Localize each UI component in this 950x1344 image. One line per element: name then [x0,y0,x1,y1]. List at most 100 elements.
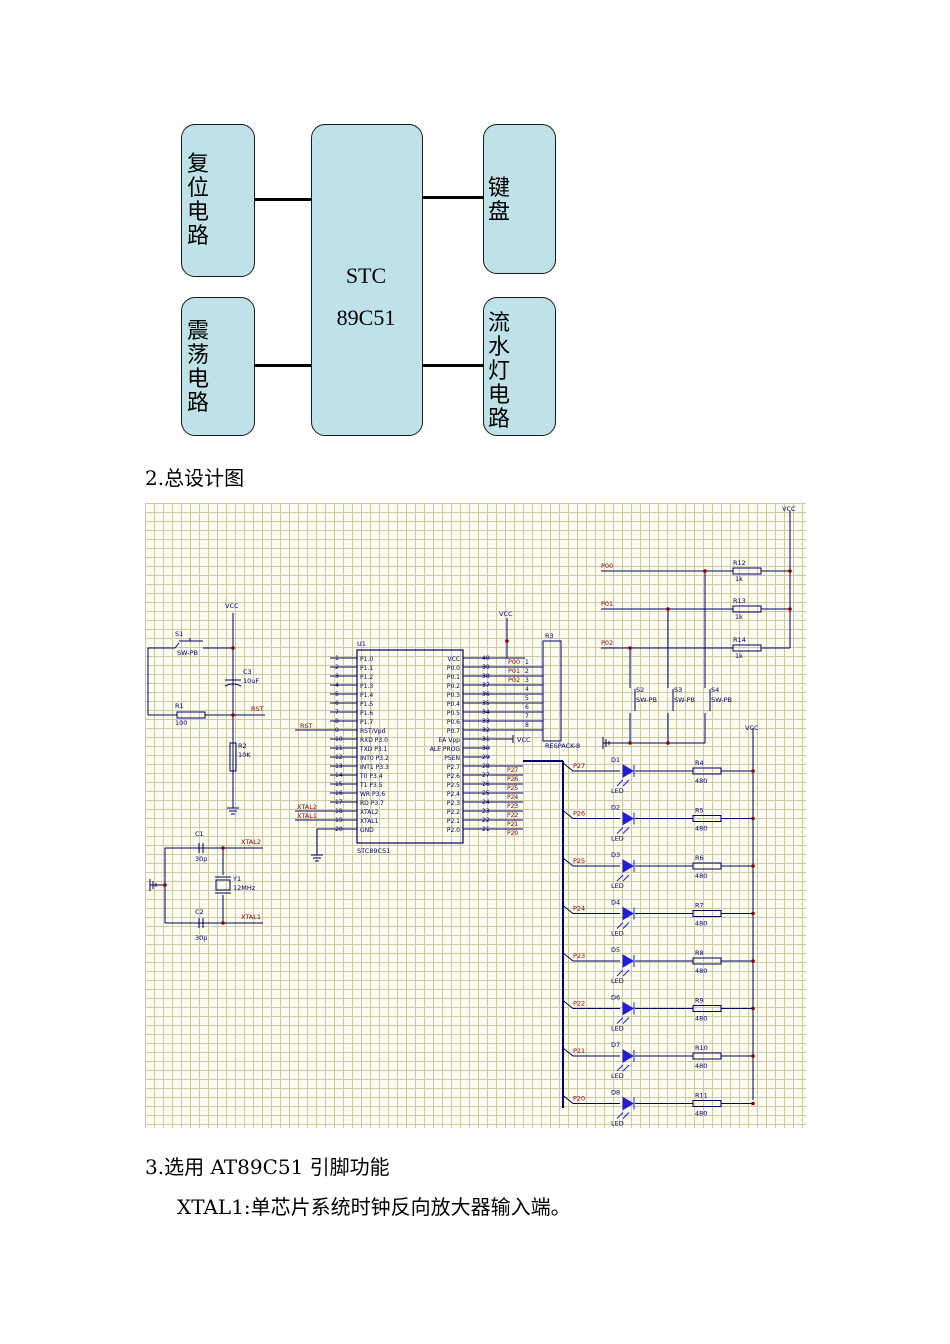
led-wire [562,1000,753,1009]
chip-right-pin-number: 26 [482,781,490,788]
chip-right-pin-number: 35 [482,700,490,707]
cap-c3-ref: C3 [243,668,252,676]
led-resistor-value: 480 [695,920,707,928]
p00-net-label: P00 [601,562,613,570]
chip-left-pin-number: 7 [335,709,339,716]
chip-left-pin-number: 1 [335,655,339,662]
p2-chip-net-label: P21 [507,821,518,828]
p01-net-label: P01 [601,600,613,608]
resistor-r2-ref: R2 [238,742,247,750]
led-emission-icon [616,922,630,929]
led-diode-icon [622,859,635,873]
chip-right-pin-name: VCC [448,656,460,663]
chip-right-pin-name: P2.3 [447,800,460,807]
chip-right-pin-number: 33 [482,718,490,725]
cap-c1-ref: C1 [195,830,204,838]
mcu-block: STC 89C51 [311,124,423,436]
led-resistor [692,957,722,965]
cap-c2-ref: C2 [195,908,204,916]
resistor-r1-ref: R1 [175,702,184,710]
resistor-pack-ref: R3 [545,632,554,640]
vcc-label-keyboard: VCC [782,505,796,513]
chip-left-pin-number: 12 [335,754,343,761]
chip-right-pin-name: P0.1 [447,674,460,681]
led-emission-icon [616,1064,630,1072]
chip-right-pin-number: 30 [482,745,490,752]
resistor-pack-pin-number: 3 [525,677,529,684]
chip-right-pin-name: P0.2 [447,683,460,690]
led-emission-icon [616,1017,630,1024]
chip-left-pin-name: P1.1 [360,665,373,672]
chip-right-pin-number: 23 [482,808,490,815]
switch-s4-type: SW-PB [711,696,732,704]
chip-right-pin-name: P0.4 [447,701,460,708]
junction-dot [751,1054,755,1058]
chip-left-pin-number: 9 [335,727,339,734]
connector-reset-mcu [254,198,312,201]
oscillator-label: 震荡电路 [187,319,210,416]
led-ref: D7 [611,1041,620,1049]
led-ref: D8 [611,1089,620,1097]
chip-left-pin-name: RST/Vpd [360,728,386,735]
xtal2-net-label: XTAL2 [241,838,261,846]
switch-s3-ref: S3 [674,686,682,694]
led-circuit-block: 流水灯电路 [483,297,556,436]
led-resistor [692,862,722,870]
chip-left-pin-number: 15 [335,781,343,788]
chip-right-pin-name: P0.5 [447,710,460,717]
led-resistor [692,1100,722,1107]
led-type: LED [611,1120,624,1128]
resistor-pack-pin-number: 4 [525,686,529,693]
p2-chip-net-label: P25 [507,785,518,792]
led-resistor [692,1005,722,1012]
resistor-pack-pin-number: 5 [525,695,529,702]
chip-left-pin-number: 11 [335,745,343,752]
p2-chip-net-label: P26 [507,776,518,783]
p2-chip-net-label: P22 [507,812,518,819]
chip-name: STC89C51 [357,847,390,855]
chip-left-pin-name: T1 P3.5 [359,782,383,789]
led-wire [562,1095,753,1104]
schematic-diagram: VCC S1 SW-PB C3 10uF R1 100 R2 10K RST C… [145,503,806,1128]
led-net-label: P24 [573,905,585,913]
reset-circuit-block: 复位电路 [181,124,255,277]
chip-left-pin-name: WR P3.6 [360,791,385,798]
junction-dot [751,816,755,821]
led-diode-icon [622,811,635,826]
r14-value: 1k [735,652,743,660]
led-resistor-ref: R6 [695,854,704,862]
chip-left-pin-number: 4 [335,682,339,689]
chip-right-pin-number: 39 [482,664,490,671]
chip-right-pin-number: 31 [482,736,490,743]
switch-s1-type: SW-PB [177,649,198,657]
resistor-pack-pin-number: 1 [525,659,529,666]
chip-left-pin-name: GND [360,827,374,834]
led-ref: D6 [611,994,620,1002]
chip-ref: U1 [357,640,366,648]
chip-left-pin-number: 10 [335,736,343,743]
schematic-svg: VCC S1 SW-PB C3 10uF R1 100 R2 10K RST C… [147,505,796,1128]
chip-right-pin-name: P2.0 [447,827,460,834]
switch-s4-ref: S4 [711,686,719,694]
resistor-pack-pin-number: 8 [525,722,529,729]
led-resistor-value: 480 [695,1062,707,1070]
led-diode-icon [622,906,635,921]
led-wire [562,1047,753,1057]
connector-mcu-led [422,364,484,367]
led-type: LED [611,1025,624,1033]
led-ref: D1 [611,756,620,764]
cap-c3-value: 10uF [243,677,259,685]
led-resistor [692,767,722,775]
chip-left-pin-number: 18 [335,808,343,815]
vcc-label-chip: VCC [499,610,513,618]
led-net-label: P25 [573,857,585,865]
chip-right-pin-number: 36 [482,691,490,698]
chip-left-pin-name: P1.3 [360,683,373,690]
vcc-label-leds: VCC [745,724,759,732]
p2-chip-net-label: P20 [507,830,518,837]
crystal-y1-ref: Y1 [232,875,241,883]
